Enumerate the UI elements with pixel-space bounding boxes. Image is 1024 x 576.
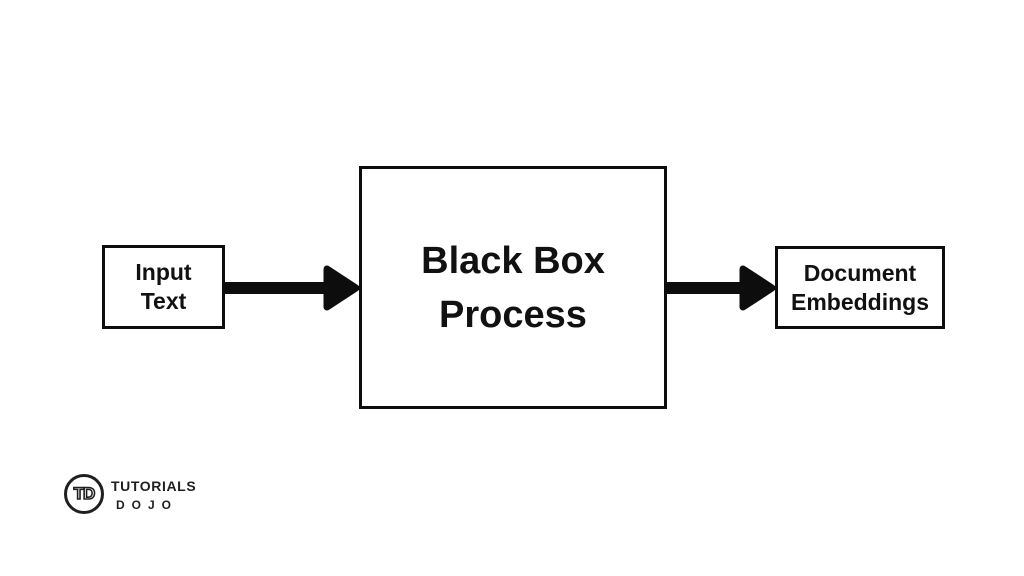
arrow-right-icon <box>224 265 360 311</box>
node-label-line: Input <box>135 259 192 285</box>
node-label-line: Black Box <box>421 239 605 282</box>
node-label-line: Process <box>439 293 587 336</box>
node-label-line: Text <box>140 288 187 314</box>
node-label-line: Document <box>803 259 917 286</box>
logo-title: TUTORIALS <box>111 478 197 494</box>
tutorials-dojo-logo: TD TUTORIALS DOJO <box>64 472 196 514</box>
td-monogram-icon: TD <box>64 474 104 514</box>
logo-text: TUTORIALS DOJO <box>111 472 196 512</box>
node-document-embeddings: Document Embeddings <box>775 246 945 329</box>
node-black-box-process: Black Box Process <box>359 166 667 409</box>
node-input-text: Input Text <box>102 245 225 329</box>
node-label-line: Embeddings <box>790 288 929 315</box>
logo-subtitle: DOJO <box>116 498 179 512</box>
arrow-right-icon <box>666 265 776 311</box>
logo-monogram: TD <box>73 483 96 504</box>
